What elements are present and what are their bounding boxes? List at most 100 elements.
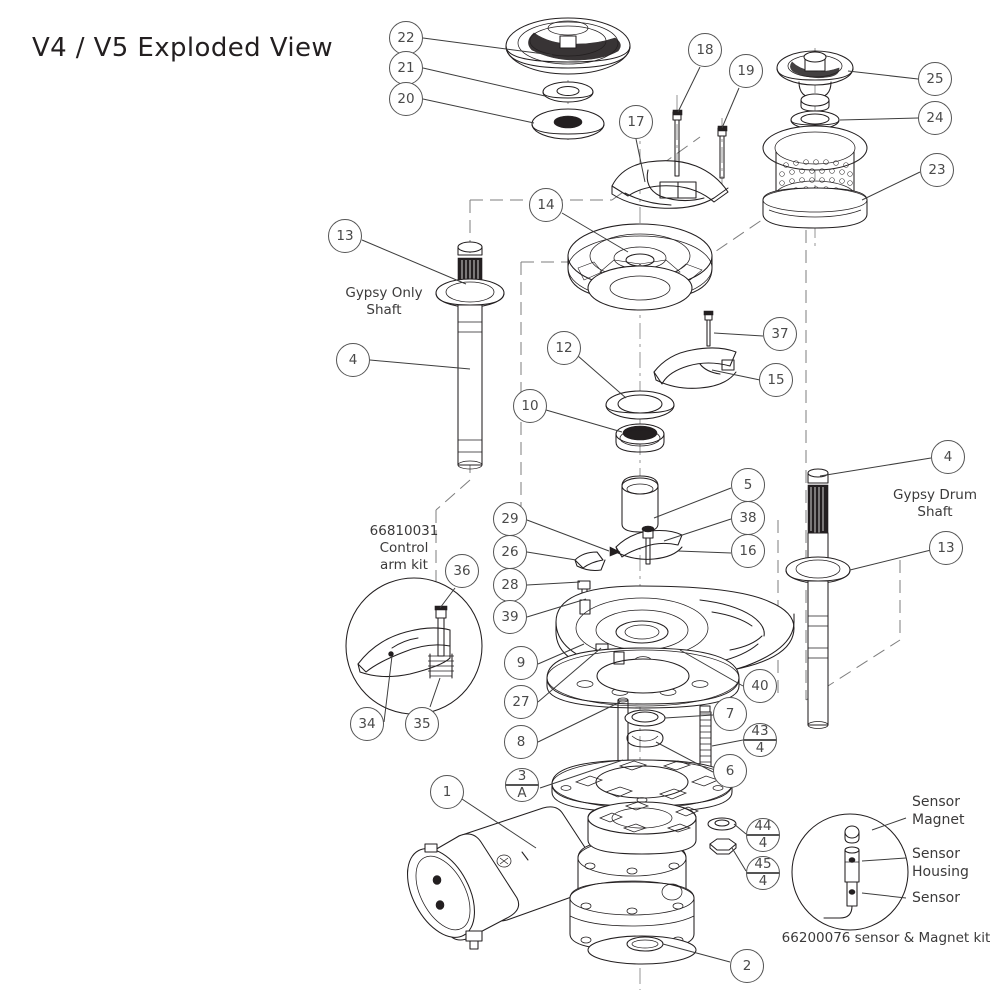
- callout-top-number: 44: [754, 817, 772, 834]
- callout-20[interactable]: 20: [389, 82, 423, 116]
- callout-28[interactable]: 28: [493, 568, 527, 602]
- callout-21[interactable]: 21: [389, 51, 423, 85]
- gypsy-only-shaft-label: Gypsy Only Shaft: [345, 285, 423, 318]
- callout-number: 24: [926, 110, 944, 126]
- callout-40[interactable]: 40: [743, 669, 777, 703]
- callout-16[interactable]: 16: [731, 534, 765, 568]
- callout-top-number: 45: [754, 855, 772, 872]
- callout-number: 6: [725, 763, 735, 779]
- callout-27[interactable]: 27: [504, 685, 538, 719]
- callout-number: 34: [358, 716, 376, 732]
- callout-13[interactable]: 13: [929, 531, 963, 565]
- part-45-nut: [709, 838, 737, 855]
- callout-number: 9: [516, 655, 526, 671]
- callout-10[interactable]: 10: [513, 389, 547, 423]
- callout-number: 7: [725, 706, 735, 722]
- callout-19[interactable]: 19: [729, 54, 763, 88]
- gypsy-drum-shaft-assembly: [785, 468, 851, 729]
- callout-number: 10: [521, 398, 539, 414]
- sensor-magnet-label: Sensor Magnet: [912, 794, 965, 828]
- callout-15[interactable]: 15: [759, 363, 793, 397]
- callout-39[interactable]: 39: [493, 600, 527, 634]
- callout-number: 16: [739, 543, 757, 559]
- callout-2[interactable]: 2: [730, 949, 764, 983]
- callout-18[interactable]: 18: [688, 33, 722, 67]
- sensor-label: Sensor: [912, 890, 960, 906]
- callout-number: 28: [501, 577, 519, 593]
- part-12-ring: [605, 390, 675, 420]
- part-21-washer: [542, 81, 594, 103]
- callout-bottom-number: A: [517, 784, 527, 801]
- callout-25[interactable]: 25: [918, 62, 952, 96]
- callout-number: 40: [751, 678, 769, 694]
- callout-bottom-number: 4: [758, 834, 768, 851]
- callout-number: 5: [743, 477, 753, 493]
- part-7-ring: [624, 709, 666, 727]
- callout-divider: [747, 834, 779, 836]
- callout-23[interactable]: 23: [920, 153, 954, 187]
- part-18-bolt: [672, 109, 683, 177]
- callout-number: 39: [501, 609, 519, 625]
- callout-34[interactable]: 34: [350, 707, 384, 741]
- gypsy-only-shaft-assembly: [435, 241, 505, 470]
- part-38-screw: [641, 525, 655, 565]
- leader-lines: [361, 37, 932, 963]
- callout-number: 36: [453, 563, 471, 579]
- callout-13[interactable]: 13: [328, 219, 362, 253]
- part-24-ring: [790, 110, 840, 130]
- callout-6[interactable]: 6: [713, 754, 747, 788]
- callout-24[interactable]: 24: [918, 101, 952, 135]
- callout-4[interactable]: 4: [931, 440, 965, 474]
- part-43-circlip: [626, 729, 664, 748]
- callout-number: 8: [516, 734, 526, 750]
- part-5-sleeve: [621, 475, 659, 533]
- callout-number: 29: [501, 511, 519, 527]
- callout-number: 13: [937, 540, 955, 556]
- callout-35[interactable]: 35: [405, 707, 439, 741]
- callout-bottom-number: 4: [758, 872, 768, 889]
- callout-top-number: 3: [517, 767, 527, 784]
- callout-top-number: 43: [751, 722, 769, 739]
- callout-12[interactable]: 12: [547, 331, 581, 365]
- callout-bottom-number: 4: [755, 739, 765, 756]
- callout-36[interactable]: 36: [445, 554, 479, 588]
- part-19-bolt: [717, 125, 728, 179]
- callout-1[interactable]: 1: [430, 775, 464, 809]
- sensor-housing-label: Sensor Housing: [912, 846, 969, 880]
- callout-number: 35: [413, 716, 431, 732]
- callout-number: 23: [928, 162, 946, 178]
- part-15-control-arm: [653, 347, 737, 389]
- callout-4[interactable]: 4: [336, 343, 370, 377]
- callout-38[interactable]: 38: [731, 501, 765, 535]
- part-16-bracket: [615, 529, 683, 560]
- callout-divider: [747, 872, 779, 874]
- callout-number: 20: [397, 91, 415, 107]
- callout-37[interactable]: 37: [763, 317, 797, 351]
- part-23-drum: [762, 125, 868, 229]
- callout-number: 26: [501, 544, 519, 560]
- callout-8[interactable]: 8: [504, 725, 538, 759]
- part-40-base-plate: [546, 647, 740, 709]
- callout-7[interactable]: 7: [713, 697, 747, 731]
- callout-22[interactable]: 22: [389, 21, 423, 55]
- part-29-pin: [609, 546, 621, 557]
- callout-number: 4: [348, 352, 358, 368]
- callout-17[interactable]: 17: [619, 105, 653, 139]
- callout-14[interactable]: 14: [529, 188, 563, 222]
- sensor-kit-caption: 66200076 sensor & Magnet kit: [781, 930, 991, 946]
- callout-9[interactable]: 9: [504, 646, 538, 680]
- part-2-oring: [626, 936, 664, 952]
- callout-5[interactable]: 5: [731, 468, 765, 502]
- callout-29[interactable]: 29: [493, 502, 527, 536]
- callout-number: 25: [926, 71, 944, 87]
- callout-divider: [506, 784, 538, 786]
- part-37-bolt: [703, 310, 714, 347]
- callout-26[interactable]: 26: [493, 535, 527, 569]
- callout-number: 21: [397, 60, 415, 76]
